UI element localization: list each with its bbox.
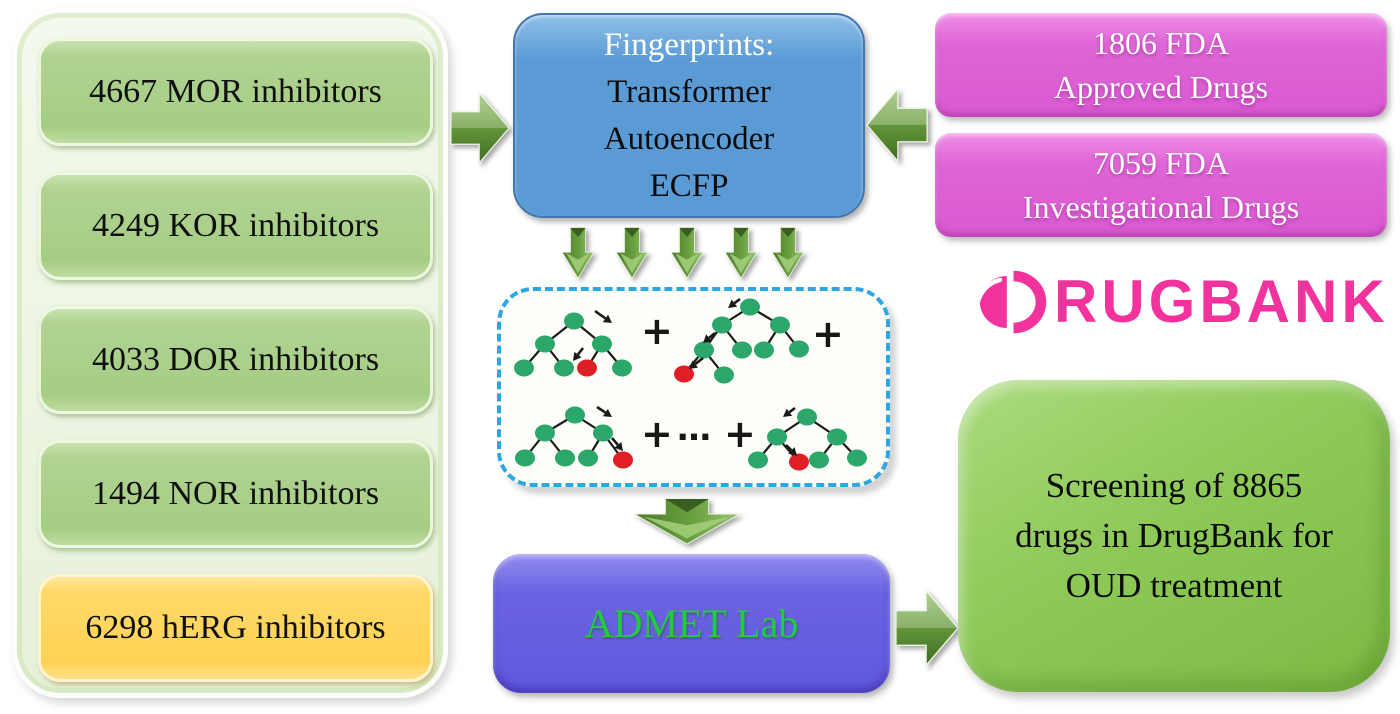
down-arrow-1-icon [561,227,595,279]
arrow-datasets-to-fingerprints-icon [450,92,510,164]
plus-sign-1: + [641,309,673,353]
herg-inhibitors-label: 6298 hERG inhibitors [85,609,386,646]
fda-investigational-line1: 7059 FDA [1092,145,1229,181]
dor-inhibitors-box: 4033 DOR inhibitors [38,306,433,414]
plus-sign-4: + [724,412,756,456]
plus-sign-3: + [641,412,673,456]
fingerprints-box: Fingerprints: Transformer Autoencoder EC… [513,13,865,218]
nor-inhibitors-label: 1494 NOR inhibitors [91,475,380,512]
fingerprints-line-transformer: Transformer [607,73,771,110]
kor-inhibitors-label: 4249 KOR inhibitors [91,207,380,244]
decision-tree-1 [514,309,632,377]
decision-tree-4 [748,406,867,471]
fda-approved-line2: Approved Drugs [1053,69,1269,105]
screening-line-2: drugs in DrugBank for [1015,516,1333,555]
fda-approved-line1: 1806 FDA [1092,25,1229,61]
drugbank-wordmark: RUGBANK [1054,268,1389,335]
admet-lab-box: ADMET Lab [493,554,890,693]
ellipsis: … [677,409,714,449]
fda-investigational-line2: Investigational Drugs [1022,189,1300,225]
kor-inhibitors-box: 4249 KOR inhibitors [38,172,433,280]
plus-sign-2: + [812,312,844,356]
nor-inhibitors-box: 1494 NOR inhibitors [38,440,433,548]
down-arrow-3-icon [670,227,704,279]
screening-result-box: Screening of 8865 drugs in DrugBank for … [958,380,1390,692]
mor-inhibitors-label: 4667 MOR inhibitors [89,73,382,110]
pill-icon [974,270,1047,334]
down-arrow-5-icon [771,227,805,279]
inhibitor-datasets-panel: 4667 MOR inhibitors 4249 KOR inhibitors … [12,8,448,698]
drugbank-logo: RUGBANK [952,266,1392,338]
decision-tree-3 [515,405,633,469]
arrow-ensemble-to-admet-icon [633,498,741,545]
fda-approved-box: 1806 FDA Approved Drugs [935,13,1387,117]
dor-inhibitors-label: 4033 DOR inhibitors [91,341,380,378]
herg-inhibitors-box: 6298 hERG inhibitors [38,574,433,682]
decision-tree-2 [674,297,809,384]
fda-investigational-box: 7059 FDA Investigational Drugs [935,133,1387,237]
fingerprints-line-autoencoder: Autoencoder [603,120,775,157]
fingerprints-title: Fingerprints: [603,26,775,63]
tree-ensemble-box: + + + … + [497,287,890,487]
arrow-fda-to-fingerprints-icon [866,88,928,162]
screening-line-3: OUD treatment [1065,566,1283,605]
arrow-admet-to-screening-icon [895,589,959,667]
fingerprints-line-ecfp: ECFP [649,167,729,204]
down-arrow-2-icon [615,227,649,279]
admet-lab-label: ADMET Lab [584,601,799,646]
screening-line-1: Screening of 8865 [1045,466,1303,505]
mor-inhibitors-box: 4667 MOR inhibitors [38,38,433,146]
down-arrow-4-icon [724,227,758,279]
